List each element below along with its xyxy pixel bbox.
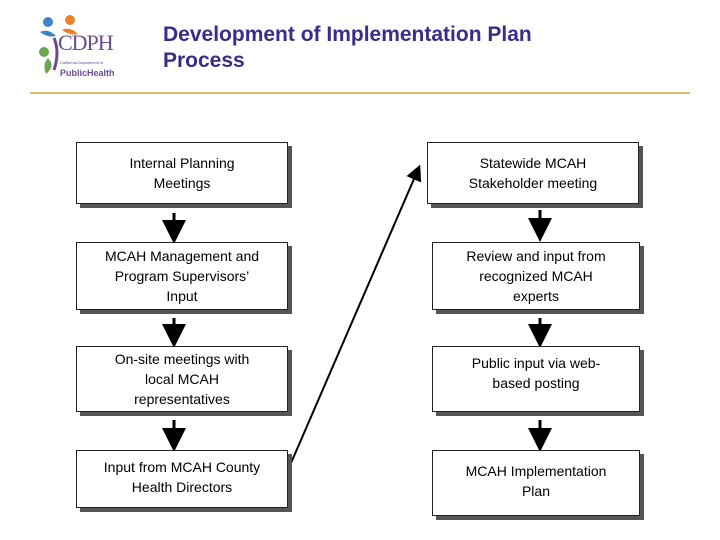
box-text: Program Supervisors’ <box>114 268 250 284</box>
box-internal-planning: Internal Planning Meetings <box>76 142 288 204</box>
box-text: local MCAH <box>145 371 219 387</box>
box-text: On-site meetings with <box>114 351 250 367</box>
box-text: Stakeholder meeting <box>468 175 598 191</box>
box-text: Input from MCAH County <box>103 459 261 475</box>
box-text: Statewide MCAH <box>479 155 587 171</box>
box-text: Plan <box>521 483 550 499</box>
box-text: Input <box>166 288 198 304</box>
title-divider <box>30 92 690 94</box>
box-statewide-stakeholder: Statewide MCAH Stakeholder meeting <box>427 142 639 204</box>
box-text: Meetings <box>153 175 211 191</box>
title-line-1: Development of Implementation Plan <box>163 23 532 46</box>
box-text: MCAH Implementation <box>465 463 607 479</box>
box-county-health-directors: Input from MCAH County Health Directors <box>76 450 288 508</box>
box-text: recognized MCAH <box>479 268 593 284</box>
arrow-diagonal <box>287 164 422 471</box>
box-text: MCAH Management and <box>104 248 260 264</box>
box-onsite-meetings: On-site meetings with local MCAH represe… <box>76 346 288 412</box>
box-implementation-plan: MCAH Implementation Plan <box>432 450 640 516</box>
box-text: representatives <box>134 391 230 407</box>
box-text: Public input via web- <box>471 355 601 371</box>
title-line-2: Process <box>163 49 245 72</box>
cdph-logo: CDPH California Department of PublicHeal… <box>34 8 118 82</box>
box-text: Internal Planning <box>129 155 235 171</box>
box-text: based posting <box>492 375 580 391</box>
box-mcah-management: MCAH Management and Program Supervisors’… <box>76 242 288 310</box>
logo-text: CDPH <box>58 30 114 55</box>
logo-subtitle: California Department of <box>60 60 104 65</box>
page-title: Development of Implementation Plan Proce… <box>163 22 663 74</box>
box-expert-review: Review and input from recognized MCAH ex… <box>432 242 640 310</box>
logo-public-health: PublicHealth <box>60 68 115 78</box>
box-text: Review and input from <box>466 248 606 264</box>
box-public-input: Public input via web- based posting <box>432 346 640 412</box>
logo-figures-icon <box>39 15 78 74</box>
box-text: experts <box>513 288 559 304</box>
box-text: Health Directors <box>131 479 233 495</box>
